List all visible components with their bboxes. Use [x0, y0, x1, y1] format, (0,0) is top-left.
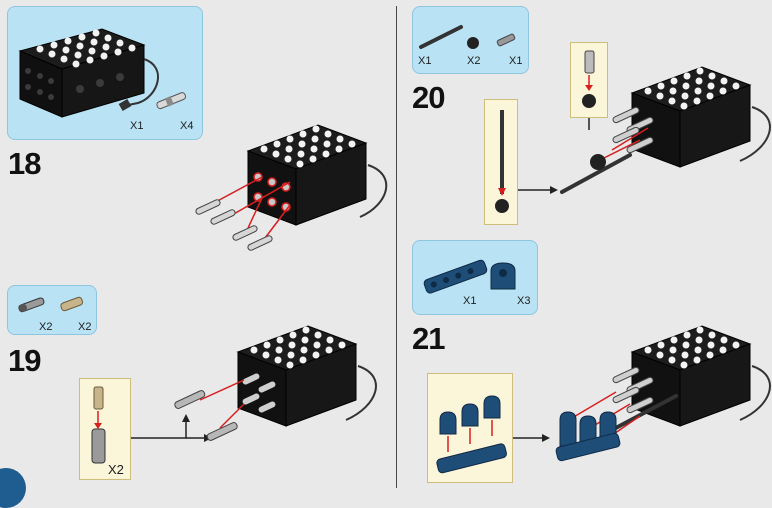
cable	[127, 58, 159, 106]
callout-illustration	[91, 386, 106, 464]
step-number: 19	[8, 343, 41, 378]
step-21-assembly-illustration	[513, 325, 771, 462]
part-qty: X1	[130, 120, 144, 132]
step-21-callout	[427, 373, 513, 483]
step-21-parts-illustration	[423, 259, 516, 294]
step-19-assembly-illustration	[131, 325, 377, 442]
step-19-callout: X2	[79, 378, 131, 480]
step-18-assembly-illustration	[195, 124, 388, 251]
part-qty: X1	[463, 295, 477, 307]
battery-box-part	[18, 28, 146, 118]
part-qty: X2	[39, 321, 53, 333]
step-number: 21	[412, 321, 445, 356]
step-20-callout-connector	[570, 42, 608, 118]
callout-qty: X2	[108, 462, 124, 477]
step-20-callout-axle	[484, 99, 518, 225]
callout-illustration	[436, 395, 507, 474]
step-20-parts-box: X1 X2 X1	[412, 6, 529, 74]
callout-illustration	[582, 50, 596, 108]
step-21-parts-box: X1 X3	[412, 240, 538, 315]
part-qty: X1	[418, 55, 432, 67]
step-18-parts-illustration	[18, 28, 187, 118]
instruction-page: X1 X4 18	[0, 6, 771, 508]
part-qty: X4	[180, 120, 194, 132]
step-19-parts-box: X2 X2	[7, 285, 97, 335]
step-19-parts-illustration	[18, 296, 84, 313]
pin-part	[156, 92, 187, 110]
part-qty: X3	[517, 295, 531, 307]
callout-illustration	[495, 110, 509, 213]
step-number: 18	[8, 146, 41, 181]
part-qty: X1	[509, 55, 523, 67]
part-qty: X2	[78, 321, 92, 333]
step-20-assembly-illustration	[518, 66, 771, 194]
step-number: 20	[412, 80, 445, 115]
column-divider	[396, 6, 397, 488]
step-18-parts-box: X1 X4	[7, 6, 203, 140]
step-20-parts-illustration	[419, 25, 516, 49]
part-qty: X2	[467, 55, 481, 67]
